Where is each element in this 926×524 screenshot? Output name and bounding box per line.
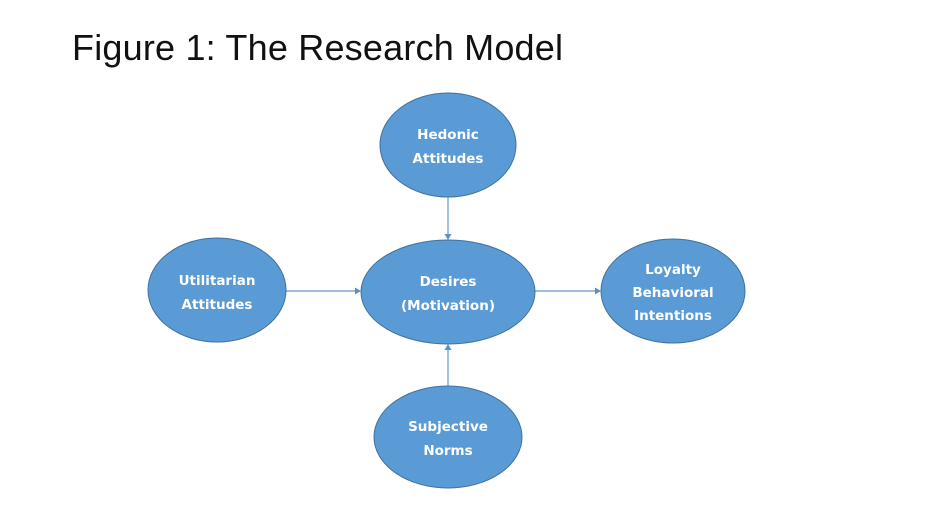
node-label-line: Behavioral — [632, 285, 713, 301]
node-label-line: Subjective — [408, 419, 488, 435]
node-ellipse[interactable] — [147, 237, 287, 343]
edge-hedonic-to-desires — [444, 197, 452, 240]
node-label-line: Loyalty — [645, 262, 701, 278]
node-ellipse[interactable] — [600, 238, 746, 344]
edge-utilitarian-to-desires — [286, 287, 361, 295]
node-label-line: Utilitarian — [179, 273, 256, 289]
arrowhead-icon — [595, 287, 601, 295]
arrowhead-icon — [444, 234, 452, 240]
node-utilitarian-attitudes[interactable]: Utilitarian Attitudes — [147, 237, 287, 343]
edge-desires-to-loyalty — [535, 287, 601, 295]
node-label-line: Intentions — [634, 308, 712, 324]
edges-layer — [286, 197, 601, 386]
node-subjective-norms[interactable]: Subjective Norms — [373, 385, 523, 489]
node-ellipse[interactable] — [379, 92, 517, 198]
node-loyalty-behavioral-intentions[interactable]: Loyalty Behavioral Intentions — [600, 238, 746, 344]
nodes-layer: Hedonic Attitudes Utilitarian Attitudes … — [147, 92, 746, 489]
node-label-line: (Motivation) — [401, 298, 495, 314]
node-label-line: Attitudes — [413, 151, 484, 167]
node-label-line: Norms — [423, 443, 472, 459]
node-label-line: Desires — [420, 274, 477, 290]
arrowhead-icon — [444, 344, 452, 350]
node-ellipse[interactable] — [373, 385, 523, 489]
node-label-line: Attitudes — [182, 297, 253, 313]
arrowhead-icon — [355, 287, 361, 295]
edge-subjective-to-desires — [444, 344, 452, 386]
node-hedonic-attitudes[interactable]: Hedonic Attitudes — [379, 92, 517, 198]
figure-title: Figure 1: The Research Model — [72, 27, 564, 68]
node-ellipse[interactable] — [360, 239, 536, 345]
node-desires-motivation[interactable]: Desires (Motivation) — [360, 239, 536, 345]
node-label-line: Hedonic — [417, 127, 479, 143]
